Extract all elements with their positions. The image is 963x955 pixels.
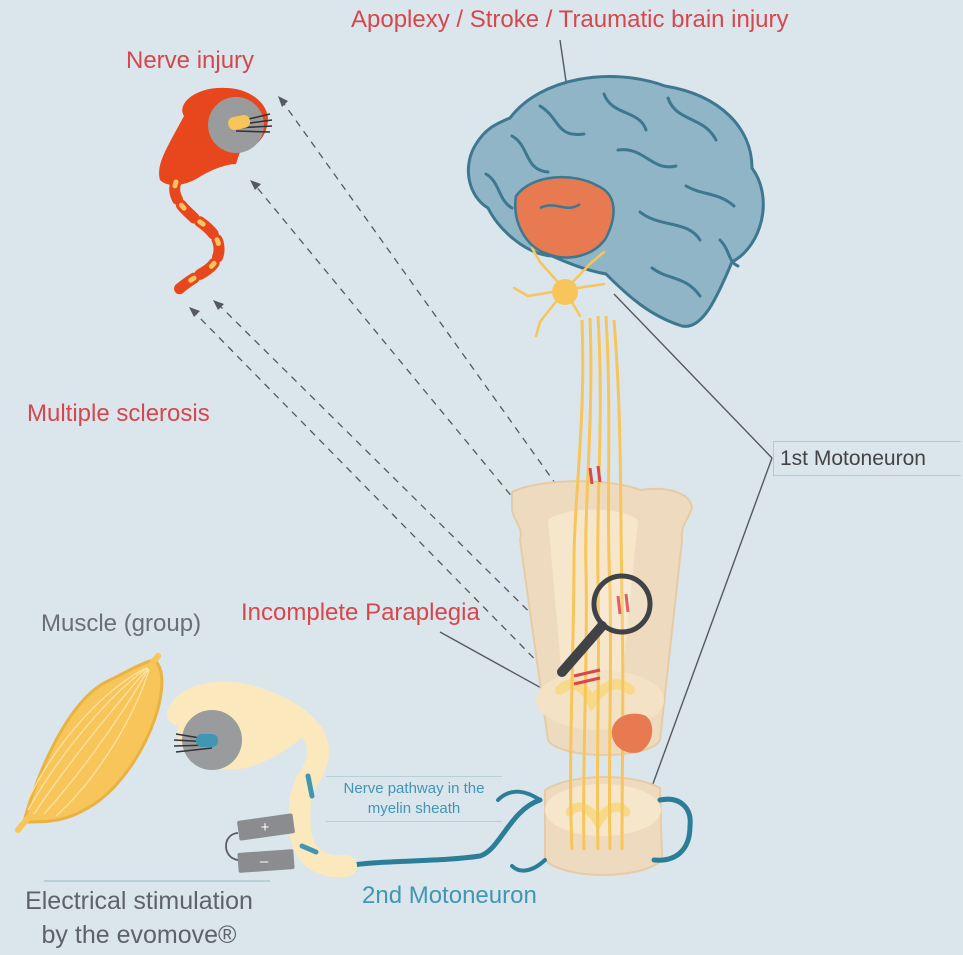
multiple-sclerosis-label: Multiple sclerosis: [27, 400, 210, 428]
incomplete-paraplegia-label: Incomplete Paraplegia: [241, 599, 480, 627]
nerve-pathway-line1: Nerve pathway in the: [326, 779, 502, 799]
spinal-column: [512, 481, 692, 875]
electrical-stimulation-caption: Electrical stimulation by the evomove®: [0, 885, 278, 953]
caption-line2: by the evomove®: [0, 919, 278, 953]
electrode-minus-sign: –: [260, 853, 269, 870]
nerve-injury-label: Nerve injury: [126, 47, 254, 75]
electrode-plus-sign: +: [261, 819, 270, 836]
healthy-nerve-illustration: [174, 693, 346, 873]
first-motoneuron-label: 1st Motoneuron: [773, 441, 961, 476]
caption-line1: Electrical stimulation: [0, 885, 278, 919]
brain: [468, 76, 763, 326]
nerve-pathway-label: Nerve pathway in the myelin sheath: [326, 776, 502, 822]
muscle-group-label: Muscle (group): [41, 610, 201, 638]
neuron-soma: [552, 279, 578, 305]
second-motoneuron-label: 2nd Motoneuron: [362, 882, 537, 910]
stroke-label: Apoplexy / Stroke / Traumatic brain inju…: [351, 6, 789, 34]
muscle-illustration: [18, 656, 162, 830]
nerve-pathway-line2: myelin sheath: [326, 799, 502, 819]
